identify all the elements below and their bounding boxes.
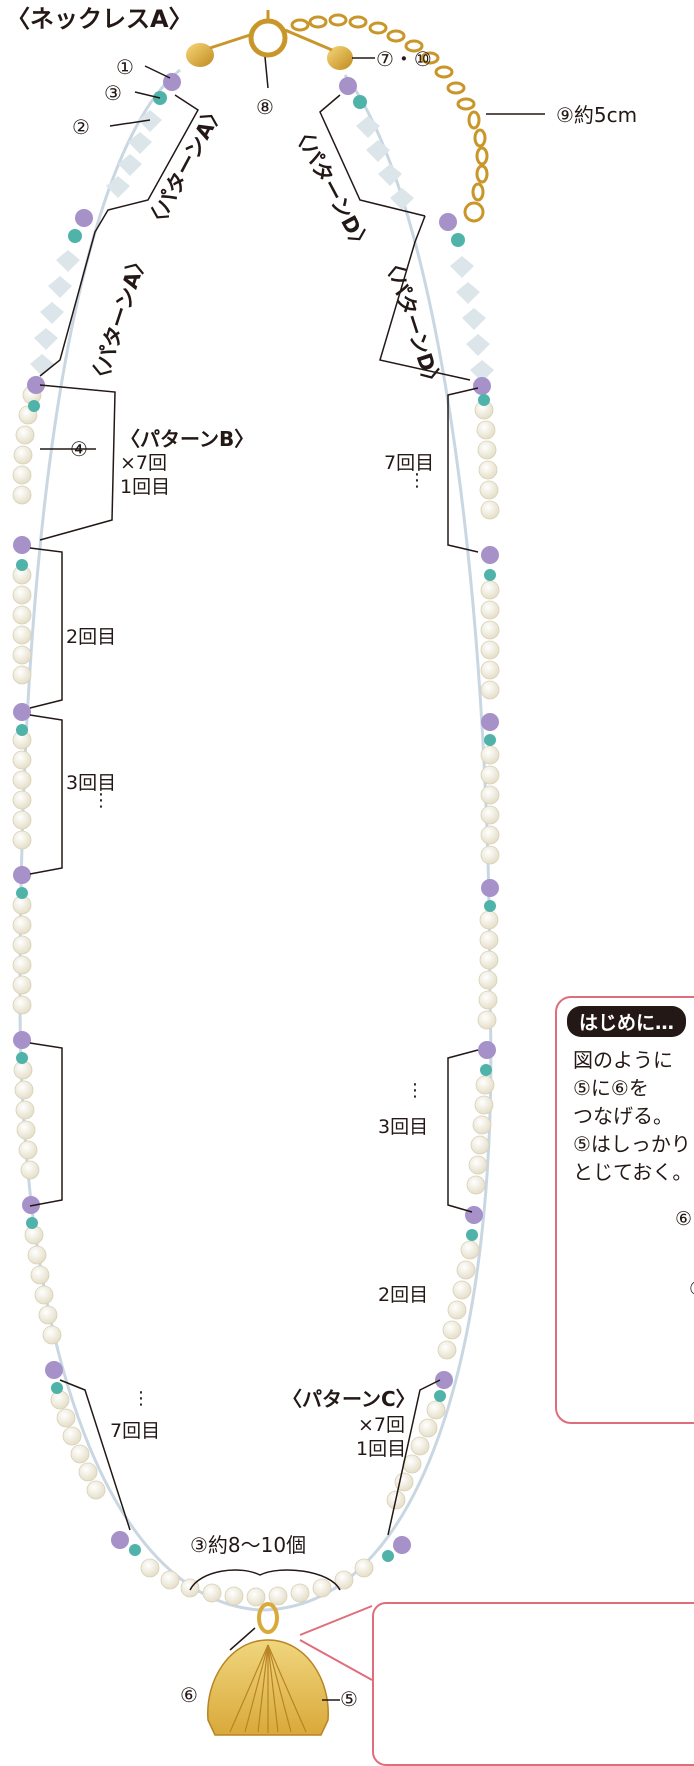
part-5-label: ⑤ xyxy=(340,1687,358,1711)
part-7-10-label: ⑦・⑩ xyxy=(376,47,432,71)
left-count-7: 7回目 xyxy=(110,1420,161,1442)
spring-ring-clasp xyxy=(248,10,288,58)
right-ellipsis-2: ⋮ xyxy=(406,1080,424,1101)
note-line: ⑤はしっかり xyxy=(573,1132,691,1156)
part-3-label: ③ xyxy=(104,81,122,105)
pattern-c-times: ×7回 xyxy=(358,1414,406,1436)
note-line: つなげる。 xyxy=(573,1104,673,1128)
crimp-cover-left xyxy=(186,43,214,67)
part-4-label: ④ xyxy=(70,437,88,461)
left-count-3: 3回目 xyxy=(66,772,117,794)
pearl-strand-right xyxy=(386,400,500,1510)
extension-chain xyxy=(290,13,489,223)
left-ellipsis-2: ⋮ xyxy=(132,1388,150,1409)
right-ellipsis-1: ⋮ xyxy=(408,470,426,491)
beginning-note-box: はじめに… 図のように ⑤に⑥を つなげる。 ⑤はしっかり とじておく。 ⑥ ⑤ xyxy=(555,996,694,1424)
note-line: 図のように xyxy=(573,1048,673,1072)
bottom-pearl-count: ③約8〜10個 xyxy=(190,1533,307,1557)
part-2-label: ② xyxy=(72,115,90,139)
part-8-label: ⑧ xyxy=(256,95,274,119)
right-count-2: 2回目 xyxy=(378,1284,429,1306)
part-1-label: ① xyxy=(116,55,134,79)
pattern-b-label: 〈パターンB〉 xyxy=(120,427,255,451)
note-line: とじておく。 xyxy=(573,1160,693,1184)
note-part-6-label: ⑥ xyxy=(675,1208,693,1230)
beads-right-pattern-d xyxy=(339,77,494,382)
beads-left-pattern-a xyxy=(30,73,181,376)
note-part-5-label: ⑤ xyxy=(689,1278,694,1300)
note-header: はじめに… xyxy=(567,1006,687,1037)
accent-beads xyxy=(13,376,499,1562)
left-ellipsis-1: ⋮ xyxy=(92,790,110,811)
pattern-c-first: 1回目 xyxy=(356,1438,407,1460)
right-count-7: 7回目 xyxy=(384,452,435,474)
right-count-3: 3回目 xyxy=(378,1116,429,1138)
part-9-label: ⑨約5cm xyxy=(556,103,638,127)
left-count-2: 2回目 xyxy=(66,626,117,648)
pearl-strand-left xyxy=(12,385,106,1500)
leader-lines xyxy=(40,56,545,1701)
pattern-c-label: 〈パターンC〉 xyxy=(282,1387,416,1411)
bottom-pearls xyxy=(140,1558,374,1607)
note-line: ⑤に⑥を xyxy=(573,1076,649,1100)
page-title: 〈ネックレスA〉 xyxy=(6,5,193,33)
pattern-b-first: 1回目 xyxy=(120,476,171,498)
crimp-cover-right xyxy=(327,46,353,70)
pattern-brackets xyxy=(29,94,479,1591)
pattern-b-times: ×7回 xyxy=(120,452,168,474)
detail-zoom-box xyxy=(372,1602,694,1766)
part-6-label: ⑥ xyxy=(180,1683,198,1707)
shell-pendant xyxy=(207,1602,329,1736)
